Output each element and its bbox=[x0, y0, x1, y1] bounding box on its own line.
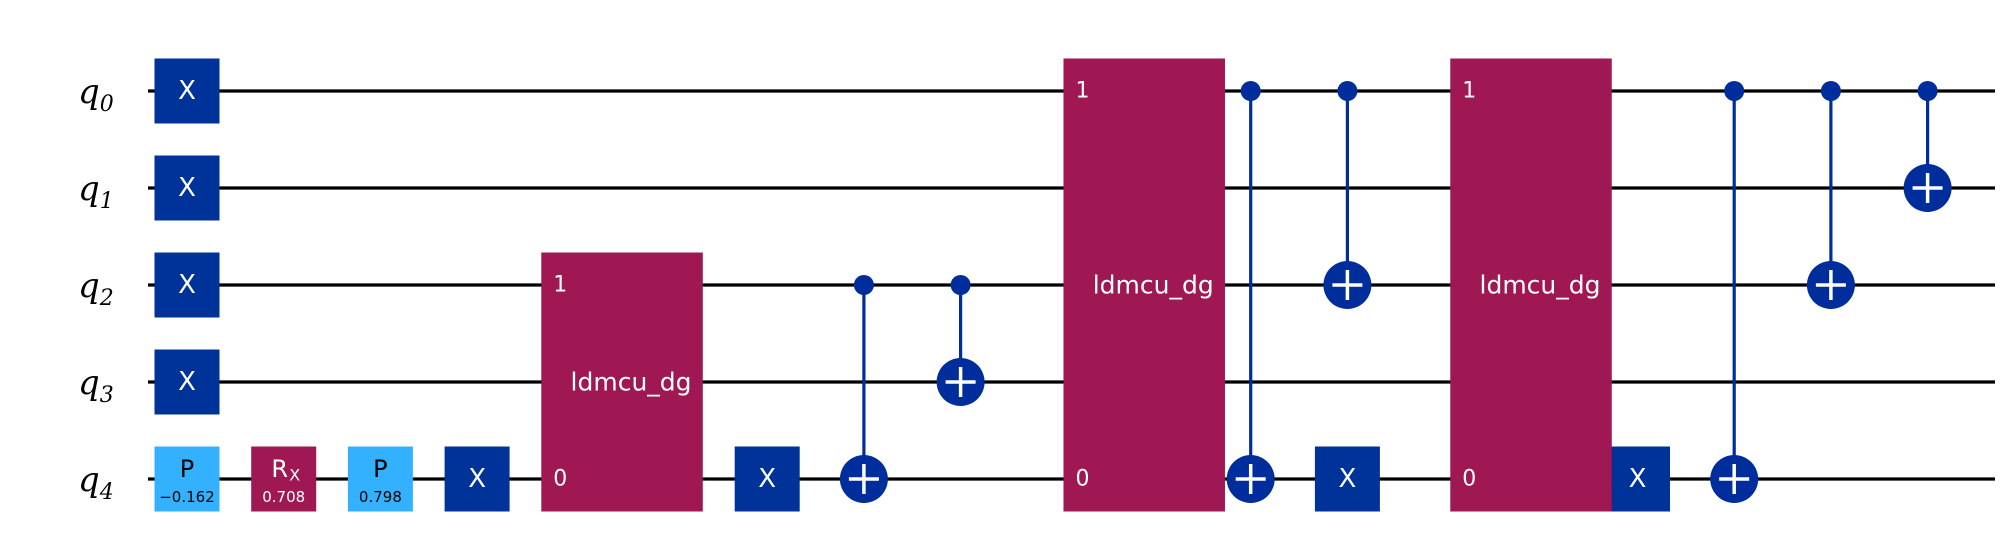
gate-label: X bbox=[468, 464, 486, 494]
cnot-control-dot bbox=[1917, 81, 1938, 101]
gate-parameter: 0.708 bbox=[262, 488, 305, 506]
gate-label: X bbox=[1338, 464, 1356, 494]
rx-gate bbox=[251, 446, 317, 512]
qubit-label: q3 bbox=[78, 363, 114, 408]
cnot-control-dot bbox=[1337, 81, 1358, 101]
gate-label: X bbox=[178, 173, 196, 203]
gate-connectors bbox=[862, 91, 1930, 479]
cnot-control-dot bbox=[1240, 81, 1261, 101]
x-gate bbox=[154, 58, 220, 124]
custom-gate-port-label: 0 bbox=[553, 467, 567, 492]
custom-gate-port-label: 1 bbox=[1075, 79, 1089, 104]
x-gate bbox=[154, 155, 220, 221]
phase-gate bbox=[154, 446, 220, 512]
x-gate bbox=[154, 349, 220, 415]
gate-label: X bbox=[178, 270, 196, 300]
gate-label: X bbox=[758, 464, 776, 494]
custom-gate-ldmcu-dg bbox=[1450, 58, 1612, 512]
gate-label: R bbox=[271, 455, 288, 483]
phase-gate bbox=[347, 446, 413, 512]
gate-label: P bbox=[180, 455, 194, 483]
x-gate bbox=[444, 446, 510, 512]
x-gate bbox=[1605, 446, 1670, 512]
custom-gate-label: ldmcu_dg bbox=[1480, 271, 1601, 300]
cnot-control-dot bbox=[1724, 81, 1745, 101]
gate-parameter: 0.798 bbox=[359, 488, 402, 506]
x-gate bbox=[154, 252, 220, 318]
qubit-labels: q0 q1 q2 q3 q4 bbox=[78, 72, 114, 505]
custom-gate-label: ldmcu_dg bbox=[1093, 271, 1214, 300]
gate-label: X bbox=[178, 76, 196, 106]
x-gate bbox=[1314, 446, 1380, 512]
qubit-label: q4 bbox=[78, 460, 114, 505]
qubit-label: q0 bbox=[78, 72, 114, 117]
custom-gate-ldmcu-dg bbox=[1063, 58, 1225, 512]
cnot-control-dot bbox=[950, 275, 971, 295]
custom-gate-ldmcu-dg bbox=[541, 252, 703, 512]
gate-label: X bbox=[178, 367, 196, 397]
x-gate bbox=[734, 446, 800, 512]
custom-gate-port-label: 0 bbox=[1075, 467, 1089, 492]
gate-label: X bbox=[1629, 464, 1647, 494]
custom-gate-port-label: 1 bbox=[553, 273, 567, 298]
qubit-label: q1 bbox=[78, 169, 114, 214]
custom-gate-port-label: 1 bbox=[1462, 79, 1476, 104]
gate-label: P bbox=[373, 455, 387, 483]
gate-parameter: −0.162 bbox=[159, 488, 215, 506]
custom-gate-port-label: 0 bbox=[1462, 467, 1476, 492]
custom-gate-label: ldmcu_dg bbox=[571, 368, 692, 397]
cnot-control-dot bbox=[1820, 81, 1841, 101]
cnot-control-dot bbox=[853, 275, 874, 295]
gate-label-subscript: X bbox=[289, 466, 300, 485]
qubit-label: q2 bbox=[78, 266, 114, 311]
